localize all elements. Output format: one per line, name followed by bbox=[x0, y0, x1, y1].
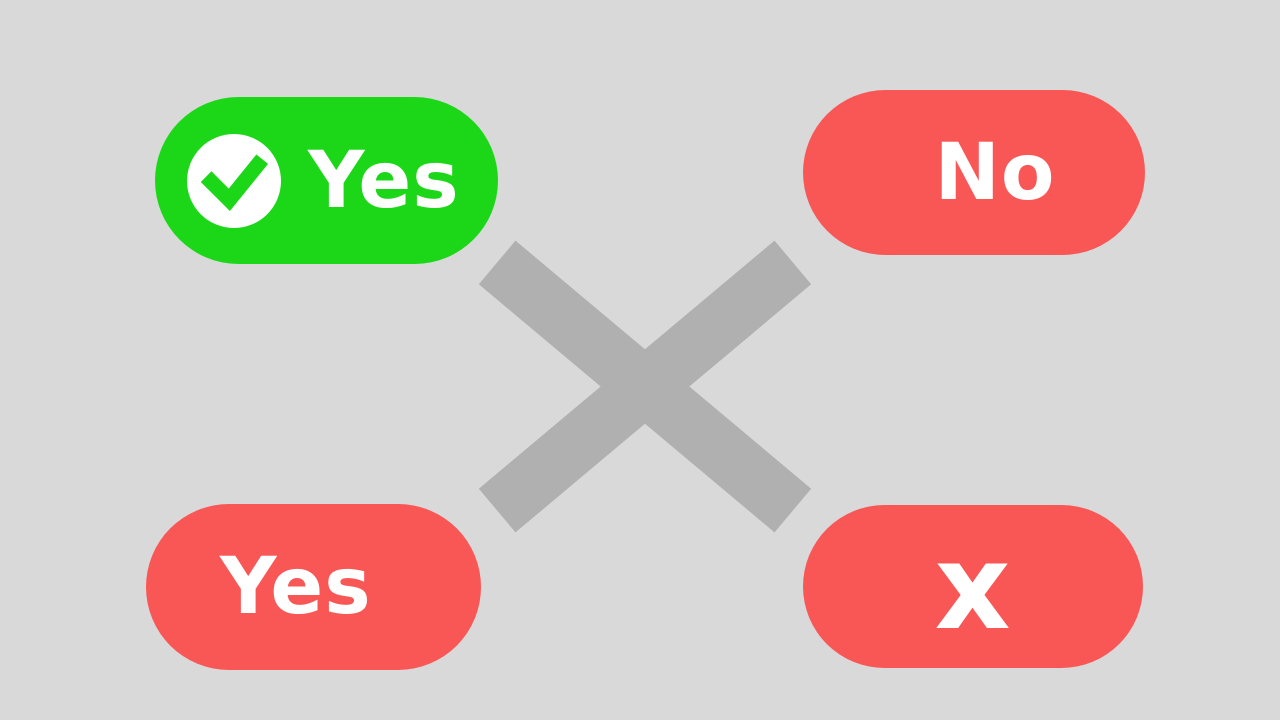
cross-bar-descending bbox=[478, 240, 812, 533]
cross-bar-ascending bbox=[478, 240, 812, 533]
yes-red-label: Yes bbox=[220, 542, 372, 632]
no-button[interactable]: No bbox=[803, 90, 1145, 255]
no-label: No bbox=[934, 127, 1056, 218]
x-red-button[interactable]: x bbox=[803, 505, 1143, 668]
yes-red-button[interactable]: Yes bbox=[146, 504, 481, 670]
x-red-label: x bbox=[934, 517, 1012, 656]
check-circle-icon bbox=[187, 133, 281, 228]
yes-green-button[interactable]: Yes bbox=[155, 97, 498, 264]
yes-green-label: Yes bbox=[308, 135, 460, 226]
